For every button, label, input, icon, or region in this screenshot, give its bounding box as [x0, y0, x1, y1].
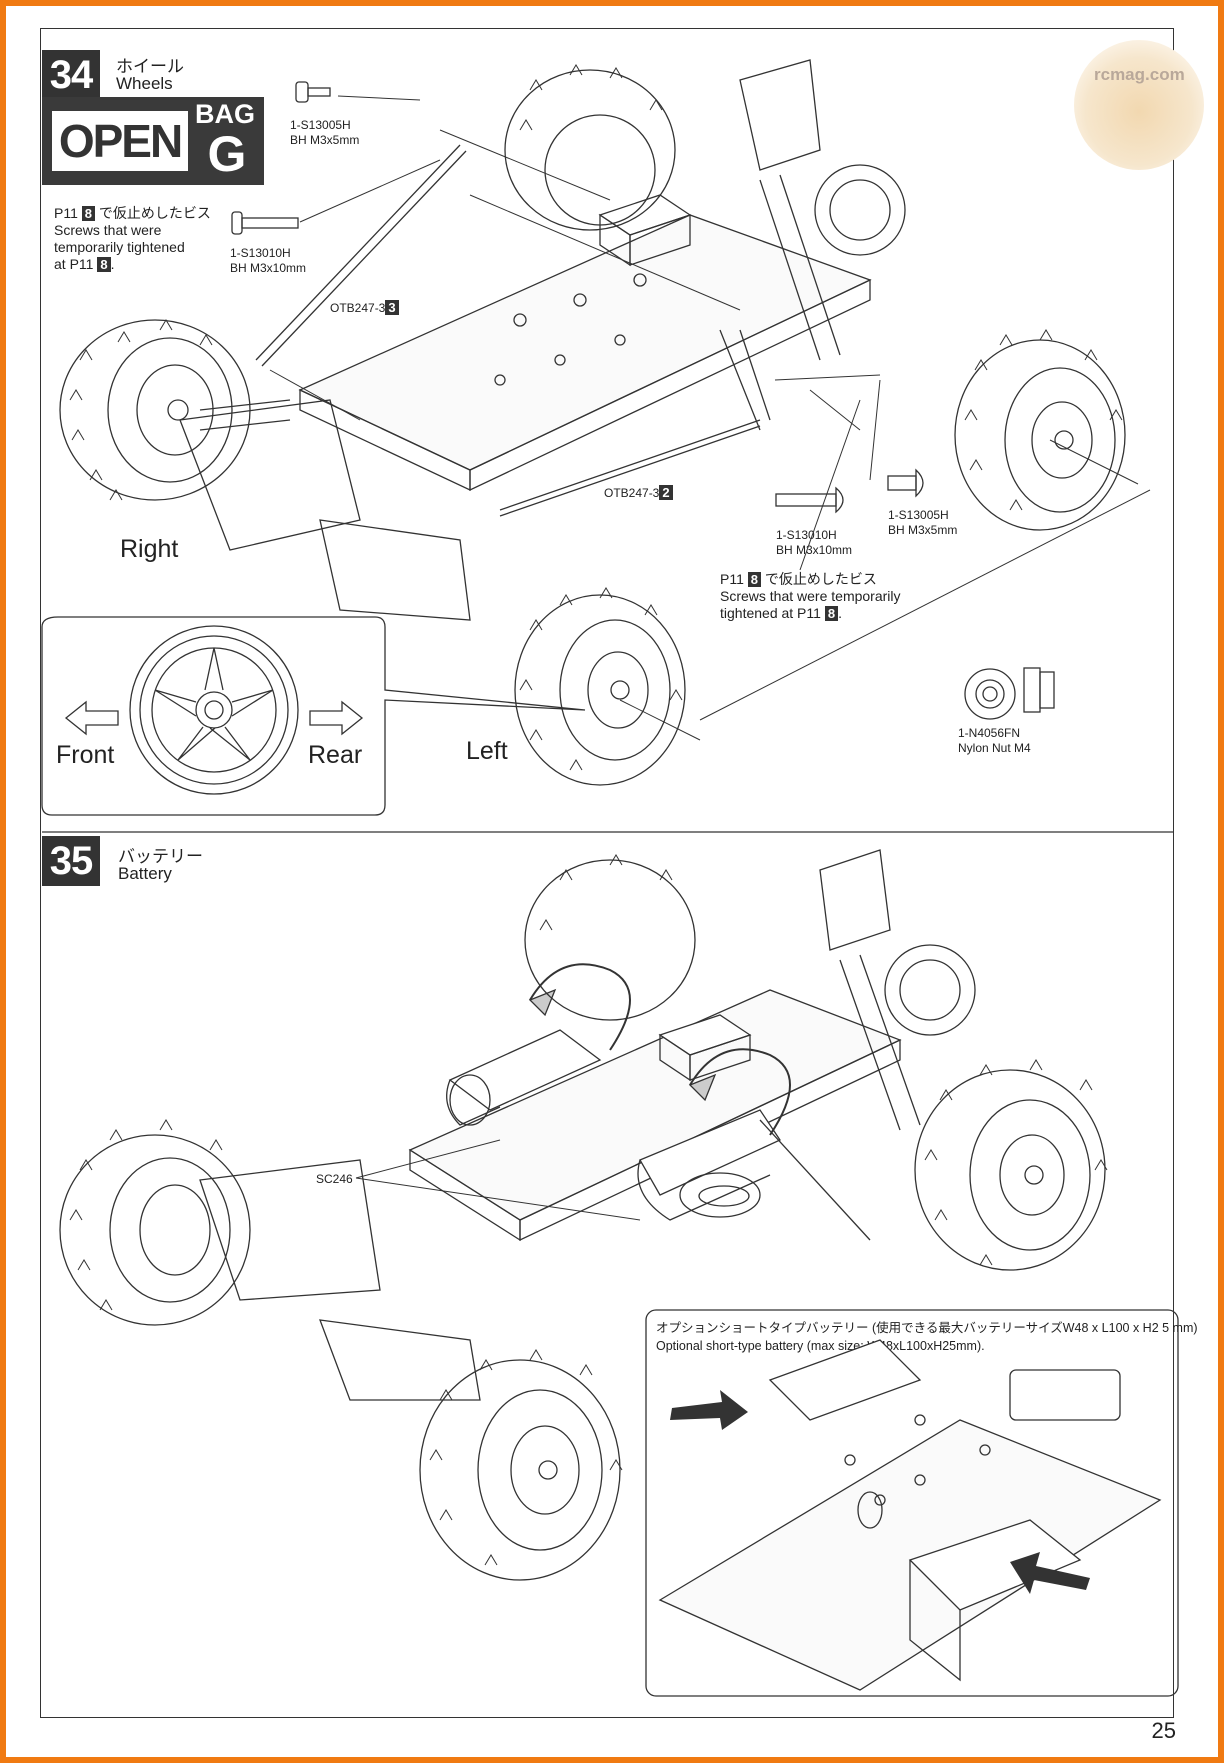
wheel-front-left-34	[514, 594, 686, 786]
open-bag-badge: OPEN BAG G	[42, 97, 264, 185]
part-label-sc246: SC246	[316, 1172, 353, 1186]
label-rear: Rear	[308, 741, 363, 769]
inset-optional-battery	[645, 1309, 1179, 1697]
step-number-35: 35	[42, 836, 100, 886]
leader-lines-34	[269, 95, 1151, 741]
screw-icon-2	[231, 211, 299, 235]
wheel-front-right-34	[59, 319, 251, 501]
bag-letter: G	[207, 126, 247, 182]
battery-rear	[637, 1109, 781, 1221]
watermark-logo	[1074, 40, 1204, 170]
tire-spikes-34	[69, 64, 1123, 771]
wheel-rear-left-34	[954, 339, 1126, 531]
page-number: 25	[1151, 1718, 1176, 1743]
step-title-jp: ホイール	[116, 57, 184, 76]
label-front: Front	[56, 741, 115, 769]
label-left: Left	[466, 737, 508, 765]
screw-icon-1	[295, 81, 331, 103]
nylon-nut-icon	[964, 667, 1055, 720]
note-screws-right: P11 8 で仮止めしたビス Screws that were temporar…	[720, 571, 901, 621]
wheel-rear-right-34	[504, 69, 676, 231]
watermark-text: rcmag.com	[1094, 65, 1185, 84]
step-number-34: 34	[42, 50, 100, 100]
option-note-en: Optional short-type battery (max size: W…	[656, 1339, 985, 1353]
screw-icon-4	[887, 468, 924, 498]
step-title-jp: バッテリー	[118, 847, 203, 866]
bag-label: BAG	[195, 99, 255, 129]
note-screws-top: P11 8 で仮止めしたビス Screws that were temporar…	[54, 205, 211, 272]
inset-arrows	[670, 1390, 1090, 1594]
car-chassis-35	[199, 849, 976, 1401]
screw-icon-3	[775, 486, 844, 514]
label-right: Right	[120, 535, 179, 563]
open-label: OPEN	[52, 111, 188, 171]
battery-front	[446, 1029, 602, 1126]
page-border	[40, 28, 1174, 1718]
wheels-35	[59, 854, 1108, 1581]
car-chassis-34	[179, 59, 906, 621]
step-title-en: Wheels	[116, 74, 173, 93]
inset-wheel-box	[41, 616, 586, 816]
option-note-jp: オプションショートタイプバッテリー (使用できる最大バッテリーサイズW48 x …	[656, 1321, 1198, 1335]
step-title-en: Battery	[118, 864, 172, 883]
